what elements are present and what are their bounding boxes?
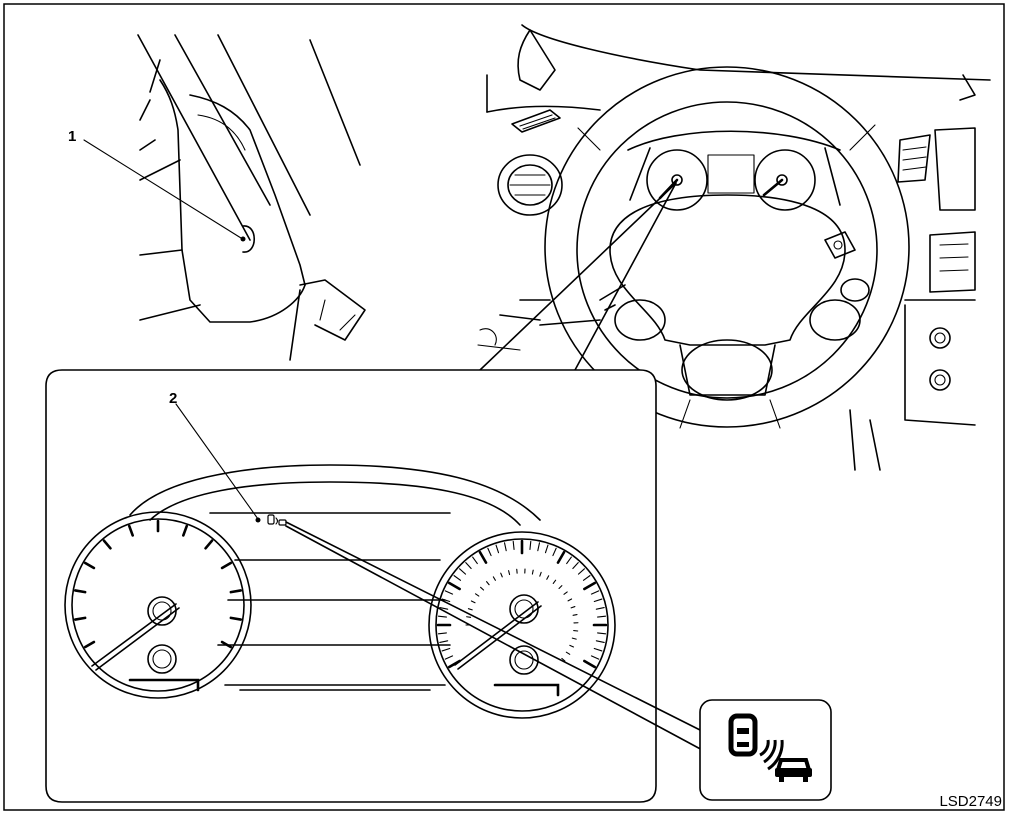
- callout-2-leader: [175, 403, 259, 520]
- gauge-tick: [229, 589, 243, 594]
- gauge-tick: [556, 550, 566, 564]
- gauge-tick: [478, 550, 488, 564]
- gauge-tick: [467, 608, 473, 611]
- gauge-tick: [495, 544, 500, 554]
- gauge-tick: [437, 615, 447, 618]
- gauge-tick: [597, 615, 607, 618]
- gauge-tick: [465, 562, 472, 570]
- gauge-tick: [595, 640, 605, 644]
- gauge-tick: [447, 581, 461, 591]
- gauge-tick: [492, 576, 496, 581]
- gauge-tick: [503, 542, 507, 552]
- figure-code: LSD2749: [939, 793, 1002, 810]
- gauge-tick: [539, 571, 542, 577]
- gauge-tick: [220, 561, 233, 570]
- gauge-tick: [83, 640, 96, 649]
- gauge-tick: [546, 575, 550, 580]
- gauge-tick: [558, 585, 563, 590]
- gauge-tick: [582, 575, 591, 581]
- gauge-tick: [590, 590, 600, 595]
- gauge-tick: [577, 568, 585, 575]
- gauge-tick: [572, 562, 579, 570]
- gauge-tick: [597, 632, 607, 635]
- gauge-tick: [566, 556, 572, 565]
- gauge-tick: [441, 598, 451, 603]
- magnified-cluster-inset: 2: [45, 182, 707, 803]
- figure-border: [3, 3, 1005, 811]
- gauge-tick: [593, 598, 603, 603]
- gauge-tick: [572, 613, 578, 616]
- callout-1-leader: [83, 139, 242, 239]
- gauge-tick: [127, 524, 134, 537]
- callout-1-label: 1: [68, 128, 76, 145]
- gauge-tick: [593, 647, 603, 652]
- gauge-tick: [486, 581, 490, 586]
- blind-spot-warning-indicator-icon: [699, 699, 832, 801]
- gauge-tick: [595, 606, 605, 610]
- gauge-tick: [500, 572, 503, 578]
- gauge-tick: [552, 579, 557, 584]
- gauge-tick: [441, 647, 451, 652]
- gauge-tick: [487, 547, 492, 557]
- sensor-oval-icon: [242, 225, 256, 253]
- gauge-tick: [439, 606, 449, 610]
- gauge-tick: [563, 591, 568, 595]
- gauge-tick: [102, 539, 112, 550]
- right-gauge-ticks: [436, 539, 608, 669]
- gauge-tick: [73, 616, 87, 621]
- gauge-tick: [229, 616, 243, 621]
- gauge-tick: [472, 556, 478, 565]
- left-gauge-ticks: [73, 519, 243, 649]
- gauge-tick: [466, 616, 472, 618]
- gauge-tick: [220, 640, 233, 649]
- gauge-tick: [204, 539, 214, 550]
- gauge-tick: [571, 637, 577, 640]
- gauge-tick: [437, 632, 447, 635]
- gauge-tick: [474, 593, 480, 597]
- callout-2-label: 2: [169, 390, 177, 407]
- a-pillar-illustration: [137, 34, 366, 361]
- gauge-tick: [470, 600, 476, 604]
- gauge-tick: [480, 586, 485, 591]
- gauge-tick: [537, 542, 541, 552]
- sensor-dot: [240, 236, 246, 242]
- dashboard-illustration: [477, 24, 991, 471]
- gauge-tick: [444, 590, 454, 595]
- gauge-tick: [508, 570, 511, 576]
- gauge-tick: [182, 524, 189, 537]
- gauge-tick: [583, 659, 597, 669]
- gauge-tick: [561, 657, 566, 662]
- gauge-tick: [439, 640, 449, 644]
- gauge-tick: [73, 589, 87, 594]
- gauge-tick: [531, 569, 534, 575]
- gauge-tick: [583, 581, 597, 591]
- gauge-tick: [83, 561, 96, 570]
- gauge-tick: [444, 655, 454, 660]
- gauge-tick: [570, 606, 576, 609]
- right-gauge-dots: [465, 568, 579, 662]
- gauge-tick: [569, 644, 575, 648]
- gauge-tick: [565, 651, 571, 655]
- gauge-tick: [512, 540, 515, 550]
- indicator-dot: [255, 517, 261, 523]
- gauge-tick: [567, 598, 573, 602]
- gauge-tick: [459, 568, 467, 575]
- gauge-tick: [453, 575, 462, 581]
- gauge-tick: [529, 540, 532, 550]
- gauge-tick: [590, 655, 600, 660]
- gauge-tick: [552, 547, 557, 557]
- gauge-tick: [544, 544, 549, 554]
